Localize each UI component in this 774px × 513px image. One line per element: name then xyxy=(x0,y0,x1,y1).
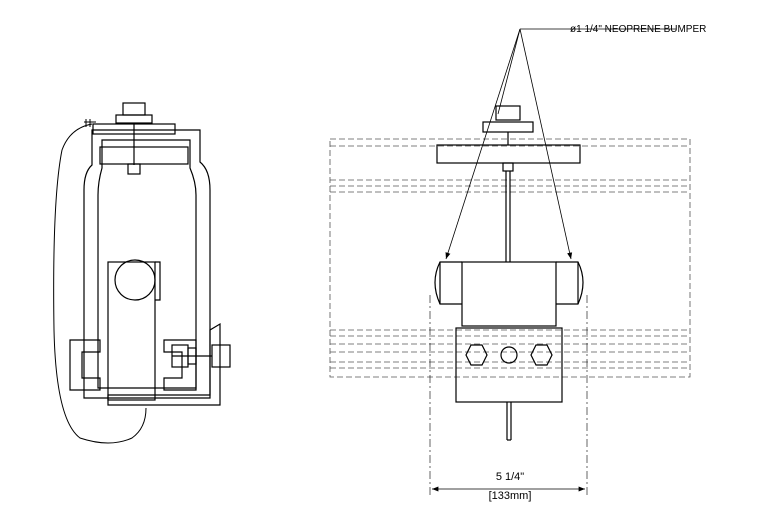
trolley-stem xyxy=(107,261,156,401)
bumper-body xyxy=(461,261,557,327)
housing-outline xyxy=(83,129,211,399)
top-washer xyxy=(115,114,153,124)
side-view xyxy=(53,102,231,444)
callout-leaders xyxy=(445,28,676,260)
upper-bar xyxy=(99,146,189,165)
front-nut xyxy=(502,162,514,172)
stem-right-lip xyxy=(155,261,161,301)
lower-block xyxy=(455,327,563,403)
front-bolt-head xyxy=(495,105,521,121)
dimension-extension-lines xyxy=(429,295,588,495)
top-bolt-head xyxy=(122,102,146,116)
center-hole xyxy=(500,346,518,364)
left-hex-bolt xyxy=(465,344,488,366)
nut-lower xyxy=(127,163,141,175)
dimension-metric-label: [133mm] xyxy=(489,490,532,502)
right-bumper xyxy=(556,261,584,305)
bumper-callout-label: ø1 1/4" NEOPRENE BUMPER xyxy=(570,24,706,35)
side-bolt-nut xyxy=(211,344,231,368)
bumper-ball xyxy=(114,259,156,301)
left-bumper xyxy=(434,261,462,305)
ground-cable xyxy=(53,123,147,444)
front-top-plate xyxy=(436,144,581,164)
right-lower-channel xyxy=(163,339,197,391)
front-view xyxy=(329,105,691,495)
dimension-imperial-label: 5 1/4" xyxy=(496,471,524,483)
rail-hidden-lines xyxy=(329,138,691,378)
front-top-washer xyxy=(482,121,534,133)
right-hex-bolt xyxy=(530,344,553,366)
l-bracket xyxy=(107,322,221,406)
left-lower-channel xyxy=(69,339,101,391)
cable-lug xyxy=(84,119,96,127)
